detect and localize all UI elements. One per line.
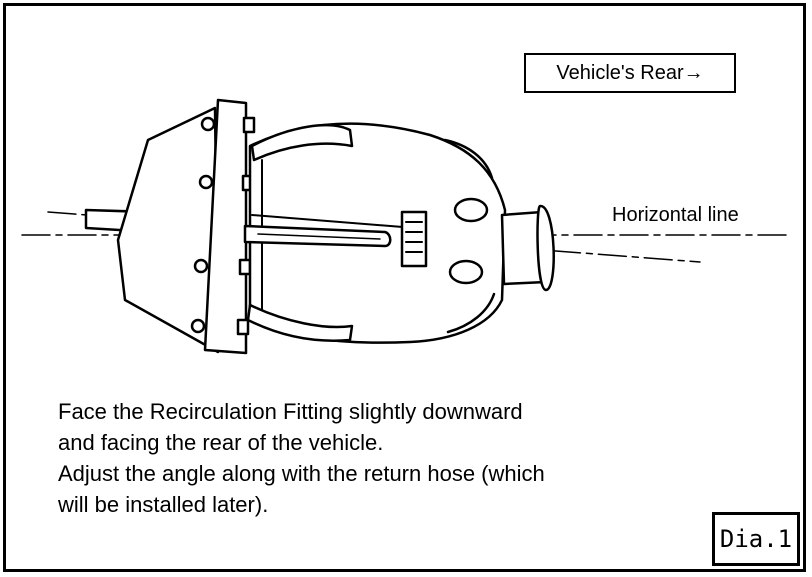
flange-plate: [203, 98, 248, 355]
flange-bolt: [193, 258, 209, 274]
vehicle-rear-label: Vehicle's Rear→: [524, 53, 736, 93]
vent-hole: [453, 197, 489, 223]
slot-line: [257, 233, 381, 240]
rear-housing: [116, 106, 220, 354]
label-plate: [400, 210, 428, 268]
flange-bolt: [198, 174, 214, 190]
horizontal-line-label: Horizontal line: [612, 204, 739, 226]
figure-number: Dia.1: [712, 512, 800, 566]
body-rib: [443, 138, 494, 180]
flange-bolt: [200, 116, 216, 132]
instruction-line: Face the Recirculation Fitting slightly …: [58, 399, 523, 424]
fitting-lip: [536, 204, 555, 292]
top-clamp: [250, 124, 354, 162]
flange-nut: [238, 258, 252, 276]
instruction-line: will be installed later).: [58, 492, 269, 517]
flange-nut: [236, 318, 250, 336]
body-ridge: [251, 214, 416, 229]
bottom-clamp: [246, 303, 354, 342]
instruction-line: and facing the rear of the vehicle.: [58, 430, 384, 455]
instruction-text: Face the Recirculation Fitting slightly …: [58, 396, 545, 520]
vent-hole: [448, 259, 484, 285]
flange-nut: [242, 116, 256, 134]
body-rib: [446, 292, 496, 334]
flange-bolt: [190, 318, 206, 334]
instruction-line: Adjust the angle along with the return h…: [58, 461, 545, 486]
